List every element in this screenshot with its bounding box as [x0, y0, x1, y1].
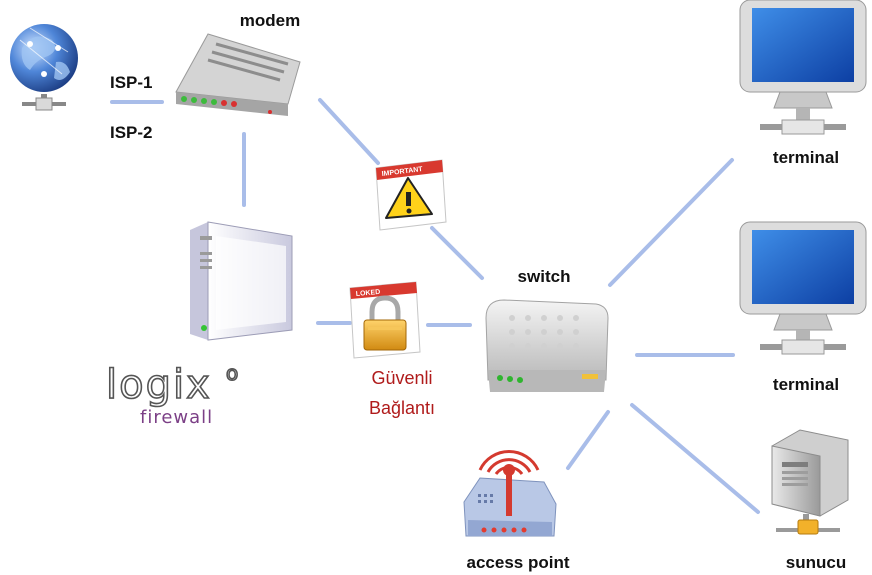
switch-label: switch: [518, 267, 571, 286]
logo-superscript: o: [226, 361, 240, 385]
secure-connection-line2: Bağlantı: [369, 398, 435, 418]
wireless-access-point-icon: [463, 450, 557, 537]
access-point-label: access point: [467, 553, 570, 572]
logo-product: firewall: [140, 407, 213, 428]
logo-brand: logix: [106, 362, 212, 408]
monitor-icon: [739, 221, 867, 355]
tower-server-icon: [771, 429, 849, 535]
logix-firewall-logo: logix o firewall: [105, 360, 240, 428]
switch-icon: [485, 299, 609, 392]
secure-connection-line1: Güvenli: [371, 368, 432, 388]
monitor-icon: [739, 0, 867, 135]
connection-lines: [110, 98, 760, 514]
locked-tag: LOKED: [356, 289, 381, 298]
terminal-mid-label: terminal: [773, 375, 839, 394]
sunucu-label: sunucu: [786, 553, 846, 572]
warning-document-icon: IMPORTANT: [375, 159, 447, 231]
modem-label: modem: [240, 11, 300, 30]
globe-icon: [10, 24, 78, 111]
modem-icon: [175, 33, 301, 116]
isp2-label: ISP-2: [110, 123, 153, 142]
terminal-top-label: terminal: [773, 148, 839, 167]
lock-document-icon: LOKED: [349, 281, 421, 359]
isp1-label: ISP-1: [110, 73, 153, 92]
firewall-server-icon: [190, 221, 293, 341]
